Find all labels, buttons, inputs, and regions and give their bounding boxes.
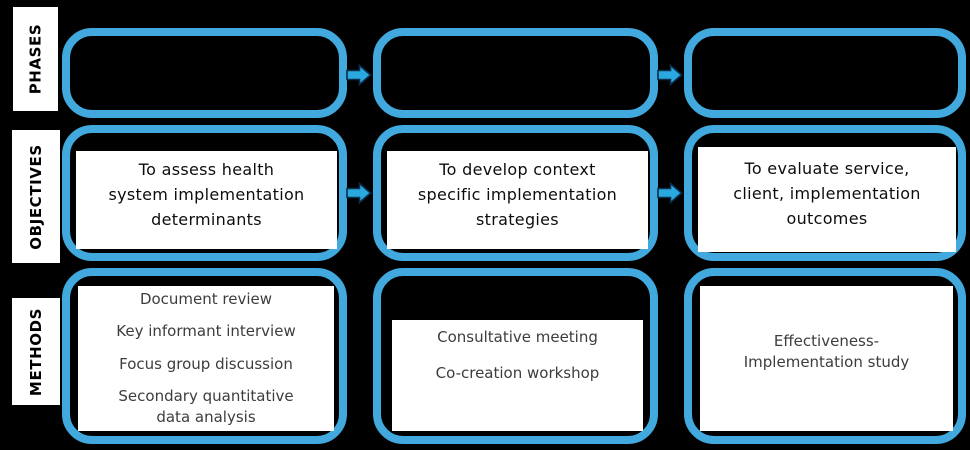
row-label-methods: METHODS xyxy=(12,298,60,405)
arrow-right-icon xyxy=(346,63,372,87)
arrow-right-icon xyxy=(657,181,683,205)
arrow-right-icon xyxy=(657,63,683,87)
objective-3-line: client, implementation xyxy=(733,184,921,203)
objective-box-3: To evaluate service, client, implementat… xyxy=(684,125,966,261)
phase-box-3 xyxy=(684,28,966,118)
method-line: Secondary quantitative xyxy=(118,386,294,405)
objective-1-line: To assess health xyxy=(138,159,275,179)
methods-panel-1: Document review Key informant interview … xyxy=(78,286,334,431)
objective-2-line: To develop context xyxy=(439,159,596,179)
method-line: data analysis xyxy=(156,407,256,426)
objective-1-line: determinants xyxy=(151,209,262,229)
method-item: Document review xyxy=(78,289,334,310)
method-item: Key informant interview xyxy=(78,321,334,342)
method-line: Co-creation workshop xyxy=(435,364,600,382)
objective-2-line: specific implementation xyxy=(417,184,618,204)
methods-box-2: Consultative meeting Co-creation worksho… xyxy=(373,268,658,444)
methods-list-3: Effectiveness- Implementation study xyxy=(700,286,953,431)
row-label-methods-text: METHODS xyxy=(27,307,46,396)
methods-list-2: Consultative meeting Co-creation worksho… xyxy=(392,320,643,431)
methods-panel-2: Consultative meeting Co-creation worksho… xyxy=(392,320,643,431)
row-label-objectives-text: OBJECTIVES xyxy=(27,143,45,250)
objective-3-line: To evaluate service, xyxy=(744,159,910,178)
objective-box-2: To develop context specific implementati… xyxy=(373,125,658,261)
method-line: Consultative meeting xyxy=(437,328,598,346)
objective-panel-1: To assess health system implementation d… xyxy=(76,151,337,249)
arrow-right-icon xyxy=(346,181,372,205)
row-label-phases: PHASES xyxy=(13,7,58,111)
method-item: Consultative meeting xyxy=(392,327,643,348)
method-item: Co-creation workshop xyxy=(392,363,643,384)
objective-3-line: outcomes xyxy=(786,209,868,228)
method-line: Effectiveness- xyxy=(773,331,880,350)
methods-panel-3: Effectiveness- Implementation study xyxy=(700,286,953,431)
method-line: Document review xyxy=(139,290,273,308)
method-item: Effectiveness- Implementation study xyxy=(700,331,953,373)
row-label-objectives: OBJECTIVES xyxy=(12,130,60,263)
method-line: Key informant interview xyxy=(116,322,296,341)
row-label-phases-text: PHASES xyxy=(26,23,45,95)
phase-box-2 xyxy=(373,28,658,118)
objective-2-line: strategies xyxy=(476,209,559,229)
objective-1-line: system implementation xyxy=(108,184,305,204)
methods-box-3: Effectiveness- Implementation study xyxy=(684,268,966,444)
objective-panel-2: To develop context specific implementati… xyxy=(387,151,648,249)
method-item: Focus group discussion xyxy=(78,354,334,375)
method-line: Implementation study xyxy=(743,352,910,371)
phase-box-1 xyxy=(62,28,347,118)
methods-list-1: Document review Key informant interview … xyxy=(78,286,334,431)
methods-box-1: Document review Key informant interview … xyxy=(62,268,347,444)
method-line: Focus group discussion xyxy=(119,354,293,373)
method-item: Secondary quantitative data analysis xyxy=(78,386,334,428)
objective-panel-3: To evaluate service, client, implementat… xyxy=(698,147,956,252)
objective-box-1: To assess health system implementation d… xyxy=(62,125,347,261)
